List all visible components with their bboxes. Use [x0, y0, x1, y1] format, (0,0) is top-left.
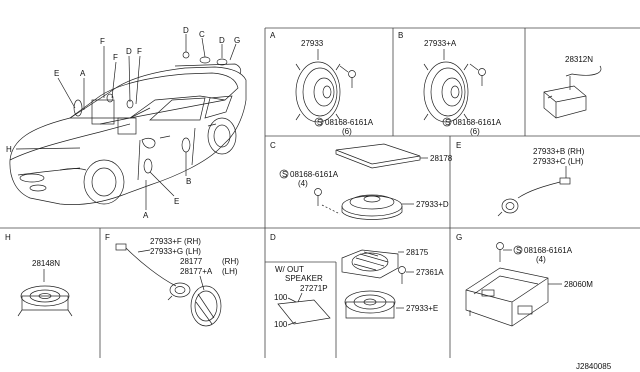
panel-e-rh: 27933+B (RH) [533, 147, 585, 156]
panel-d-grille: 28175 [406, 248, 429, 257]
panel-e: E 27933+B (RH) 27933+C (LH) [456, 141, 585, 217]
callout-e-bottom: E [174, 197, 179, 206]
panel-f-letter: F [105, 233, 110, 242]
door-speaker-a-icon [295, 61, 341, 123]
panel-e-letter: E [456, 141, 461, 150]
panel-frames [0, 27, 640, 358]
s-mark-b-icon [442, 117, 452, 127]
s-mark-g: S [516, 246, 521, 255]
front-speaker-d-icon [344, 290, 396, 319]
panel-f-cover-rh: (RH) [222, 257, 239, 266]
speaker-grille-icon [341, 249, 399, 279]
tweeter-f-icon [115, 243, 191, 301]
s-mark-g-icon [513, 245, 523, 255]
panel-f: F 27933+F (RH) 27933+G (LH) 28177 (RH) 2… [105, 233, 239, 327]
panel-c-qty: (4) [298, 179, 308, 188]
screw-c-icon [314, 188, 322, 206]
panel-h-letter: H [5, 233, 11, 242]
callout-f-1: F [100, 37, 105, 46]
panel-c-screw: 08168-6161A [290, 170, 339, 179]
panel-g: G S 08168-6161A (4) 28060M [456, 233, 593, 327]
callout-f-3: F [137, 47, 142, 56]
dim-1: 100 [274, 293, 288, 302]
panel-c: C 28178 S 08168-6161A (4) 27933+D [270, 141, 453, 220]
control-module-icon [543, 85, 587, 119]
rear-speaker-c-icon [341, 194, 403, 220]
dim-2: 100 [274, 320, 288, 329]
callout-d-1: D [126, 47, 132, 56]
panel-f-lh: 27933+G (LH) [150, 247, 201, 256]
front-speaker-h-icon [17, 285, 73, 317]
callout-a-bottom: A [143, 211, 149, 220]
module-part: 28312N [565, 55, 593, 64]
diagram-code: J2840085 [576, 362, 612, 371]
panel-g-qty: (4) [536, 255, 546, 264]
panel-b-qty: (6) [470, 127, 480, 136]
callout-c: C [199, 30, 205, 39]
s-mark-a: S [317, 118, 322, 127]
panel-b-letter: B [398, 31, 403, 40]
panel-b-screw: 08168-6161A [453, 118, 502, 127]
callout-d-2: D [183, 26, 189, 35]
callout-h: H [6, 145, 12, 154]
panel-g-amp: 28060M [564, 280, 593, 289]
panel-d: D 28175 27361A 27933+E W/ OUT SPEAKER [265, 233, 444, 358]
screw-a-icon [339, 65, 356, 88]
panel-g-screw: 08168-6161A [524, 246, 573, 255]
speaker-cover-icon [335, 143, 421, 169]
car-leaders [15, 34, 237, 210]
sub-title-1: W/ OUT [275, 265, 304, 274]
panel-d-bracket: 27361A [416, 268, 444, 277]
panel-f-cover-a: 28177+A [180, 267, 213, 276]
panel-f-cover-lh: (LH) [222, 267, 238, 276]
panel-h-part: 28148N [32, 259, 60, 268]
panel-d-letter: D [270, 233, 276, 242]
panel-a: A 27933 S 08168-6161A (6) [270, 31, 374, 136]
door-speaker-b-icon [423, 61, 469, 123]
car-illustration [9, 51, 247, 205]
callout-d-3: D [219, 36, 225, 45]
panel-a-screw: 08168-6161A [325, 118, 374, 127]
panel-b: B 27933+A S 08168-6161A (6) [398, 31, 502, 136]
panel-a-qty: (6) [342, 127, 352, 136]
car-callout-letters: E A F F D F D C D G H B E A [6, 26, 240, 220]
panel-a-part: 27933 [301, 39, 324, 48]
sub-title-2: SPEAKER [285, 274, 323, 283]
panel-d-speaker: 27933+E [406, 304, 438, 313]
screw-g-icon [496, 242, 512, 262]
sub-part: 27271P [300, 284, 328, 293]
panel-b-part: 27933+A [424, 39, 457, 48]
screw-b-icon [469, 63, 486, 86]
tweeter-grille-icon [190, 285, 222, 327]
panel-a-letter: A [270, 31, 276, 40]
panel-c-speaker: 27933+D [416, 200, 449, 209]
s-mark-c: S [282, 170, 287, 179]
amplifier-icon [465, 267, 549, 327]
insulator-pad-icon [277, 299, 331, 325]
s-mark-c-icon [279, 169, 289, 179]
panel-e-lh: 27933+C (LH) [533, 157, 584, 166]
panel-c-letter: C [270, 141, 276, 150]
callout-a-top: A [80, 69, 86, 78]
panel-c-cover: 28178 [430, 154, 453, 163]
s-mark-b: S [445, 118, 450, 127]
s-mark-a-icon [314, 117, 324, 127]
bracket-icon [398, 266, 406, 284]
panel-f-rh: 27933+F (RH) [150, 237, 201, 246]
callout-g: G [234, 36, 240, 45]
panel-h: H 28148N [5, 233, 73, 317]
panel-module: 28312N [543, 55, 602, 119]
callout-e-top: E [54, 69, 59, 78]
callout-f-2: F [113, 53, 118, 62]
tweeter-e-icon [497, 177, 571, 217]
panel-f-cover: 28177 [180, 257, 203, 266]
callout-b: B [186, 177, 191, 186]
panel-g-letter: G [456, 233, 462, 242]
without-speaker-box: W/ OUT SPEAKER 27271P 100 100 [265, 261, 337, 358]
